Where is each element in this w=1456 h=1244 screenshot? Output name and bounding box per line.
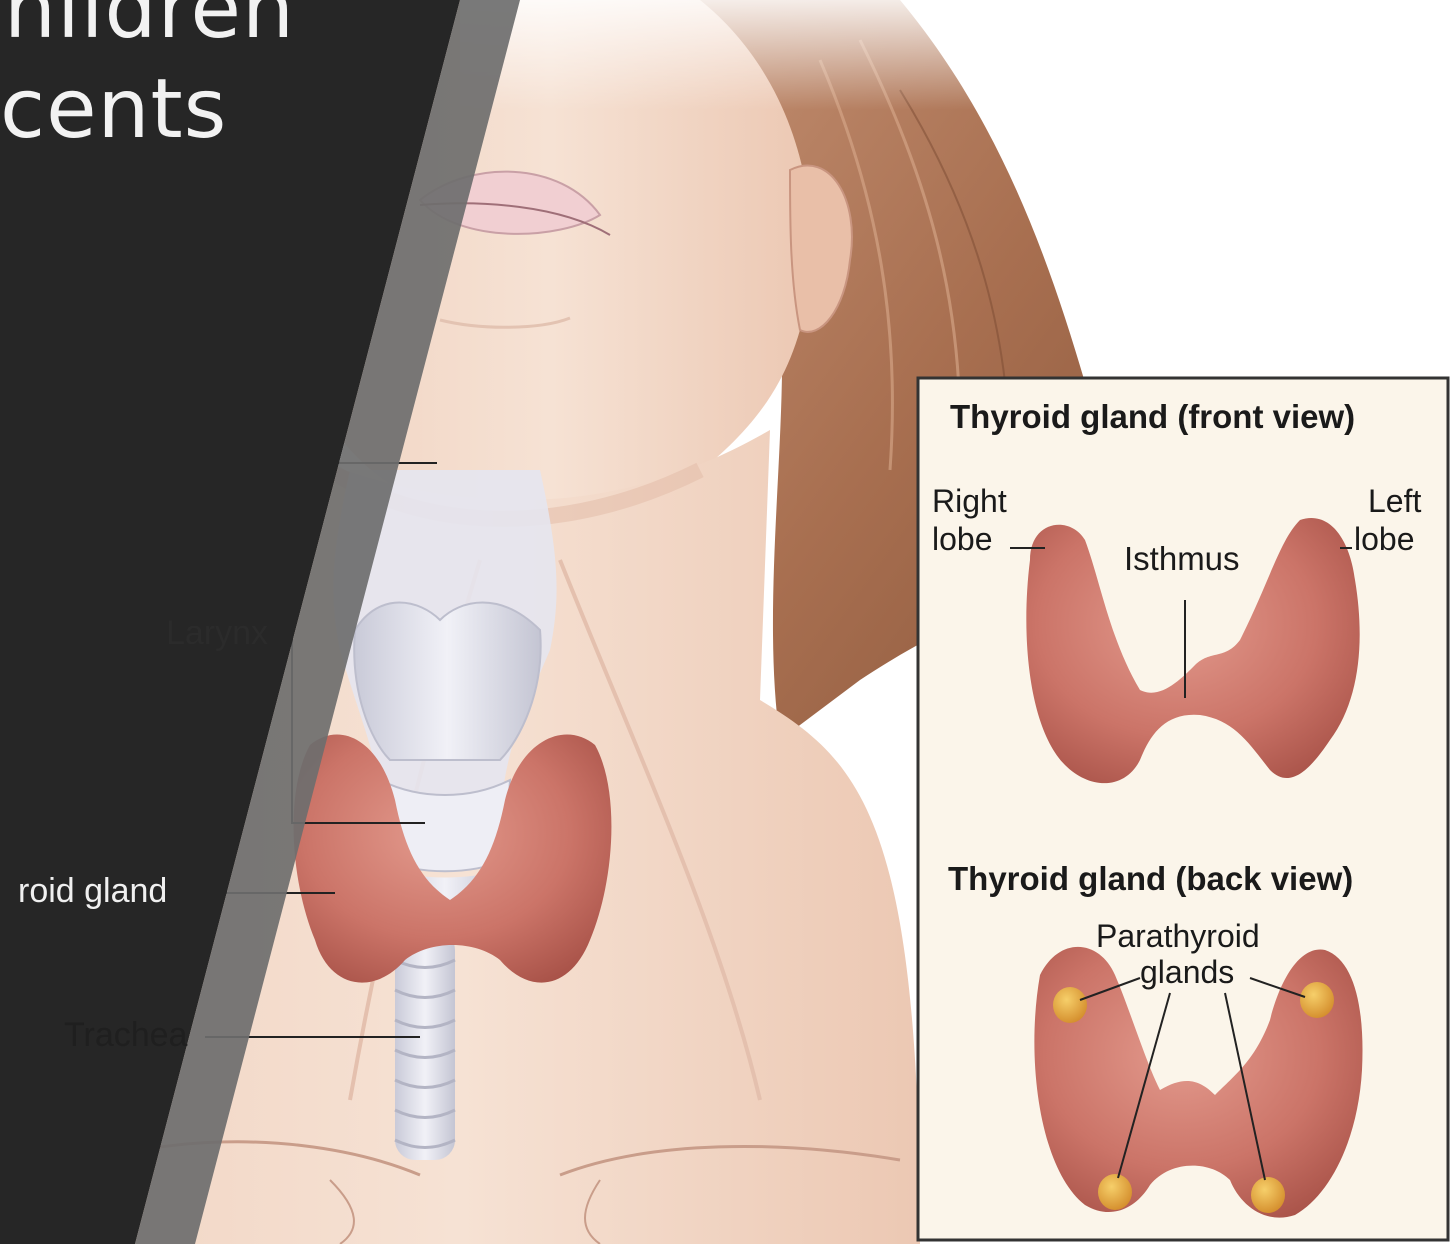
inset-left-lobe-line1: Left bbox=[1368, 483, 1421, 520]
inset-front-title: Thyroid gland (front view) bbox=[950, 398, 1355, 436]
inset-right-lobe-line1: Right bbox=[932, 483, 1007, 520]
label-thyroid-gland: roid gland bbox=[18, 872, 167, 911]
inset-parathyroid-line1: Parathyroid bbox=[1096, 918, 1260, 955]
label-larynx: Larynx bbox=[166, 614, 268, 653]
slide-title-line-2: cents bbox=[0, 60, 295, 160]
inset-left-lobe-line2: lobe bbox=[1354, 521, 1415, 558]
inset-isthmus: Isthmus bbox=[1124, 540, 1240, 578]
slide-title: hildren cents bbox=[0, 0, 295, 160]
inset-back-title: Thyroid gland (back view) bbox=[948, 860, 1353, 898]
slide-title-line-1: hildren bbox=[0, 0, 295, 60]
inset-parathyroid-line2: glands bbox=[1140, 954, 1234, 991]
inset-right-lobe-line2: lobe bbox=[932, 521, 993, 558]
label-trachea: Trachea bbox=[64, 1016, 187, 1055]
